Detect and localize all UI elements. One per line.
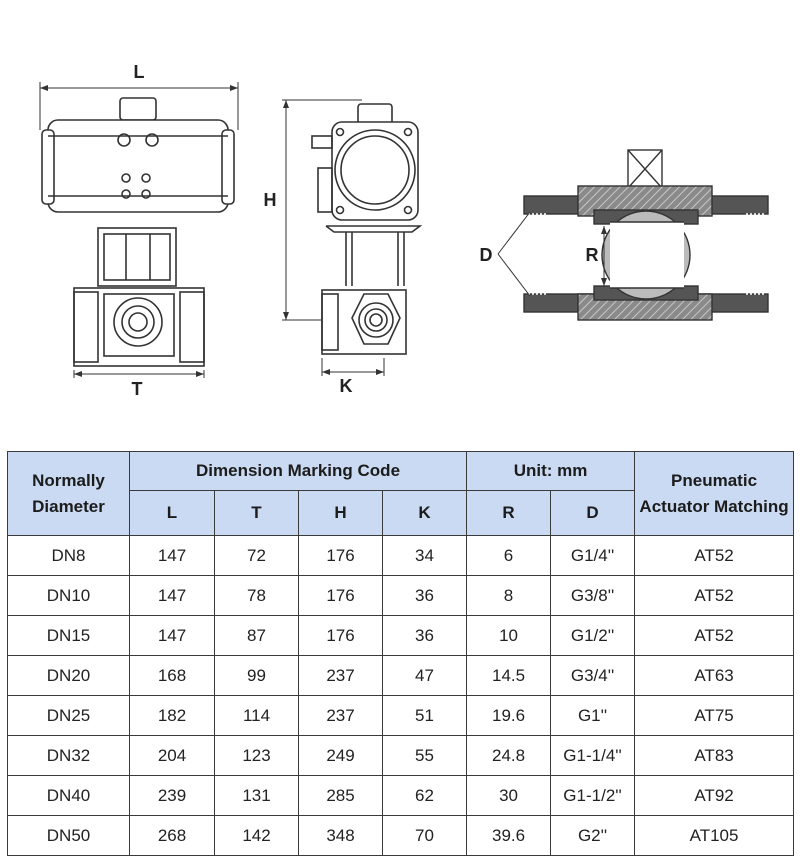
column-header: T bbox=[214, 490, 299, 536]
table-cell: G1/2'' bbox=[550, 615, 636, 656]
table-cell: 147 bbox=[129, 615, 215, 656]
header-unit: Unit: mm bbox=[466, 451, 636, 491]
table-cell: AT52 bbox=[634, 615, 795, 656]
table-cell: DN40 bbox=[7, 775, 130, 816]
table-cell: AT83 bbox=[634, 735, 795, 776]
table-cell: 237 bbox=[298, 695, 383, 736]
table-cell: 176 bbox=[298, 535, 383, 576]
table-cell: DN25 bbox=[7, 695, 130, 736]
table-cell: 142 bbox=[214, 815, 299, 856]
table-cell: 55 bbox=[381, 735, 468, 776]
table-cell: AT63 bbox=[634, 655, 795, 696]
table-cell: 237 bbox=[298, 655, 383, 696]
table-cell: AT105 bbox=[634, 815, 795, 856]
table-cell: DN8 bbox=[7, 535, 130, 576]
table-cell: 14.5 bbox=[466, 655, 552, 696]
table-cell: 123 bbox=[214, 735, 299, 776]
label-H: H bbox=[264, 190, 277, 210]
table-cell: 176 bbox=[298, 575, 383, 616]
table-cell: DN32 bbox=[7, 735, 130, 776]
column-header: K bbox=[381, 490, 468, 536]
table-cell: G1-1/4'' bbox=[550, 735, 636, 776]
table-cell: 30 bbox=[466, 775, 552, 816]
header-normally-diameter: Normally Diameter bbox=[7, 451, 130, 536]
table-cell: 204 bbox=[129, 735, 215, 776]
table-cell: G3/8'' bbox=[550, 575, 636, 616]
table-cell: 19.6 bbox=[466, 695, 552, 736]
label-D: D bbox=[480, 245, 493, 265]
table-cell: 348 bbox=[298, 815, 383, 856]
table-cell: DN10 bbox=[7, 575, 130, 616]
table-cell: G1'' bbox=[550, 695, 636, 736]
table-cell: 70 bbox=[381, 815, 468, 856]
label-K: K bbox=[340, 376, 353, 396]
dimension-table: Normally Diameter Dimension Marking Code… bbox=[7, 451, 795, 856]
table-cell: 99 bbox=[214, 655, 299, 696]
table-cell: AT52 bbox=[634, 535, 795, 576]
table-cell: G1/4'' bbox=[550, 535, 636, 576]
table-cell: 39.6 bbox=[466, 815, 552, 856]
front-view bbox=[39, 82, 239, 378]
table-cell: DN15 bbox=[7, 615, 130, 656]
table-cell: DN50 bbox=[7, 815, 130, 856]
header-pneumatic-actuator-matching: Pneumatic Actuator Matching bbox=[634, 451, 795, 536]
table-cell: 87 bbox=[214, 615, 299, 656]
table-cell: 62 bbox=[381, 775, 468, 816]
table-cell: AT75 bbox=[634, 695, 795, 736]
table-cell: 72 bbox=[214, 535, 299, 576]
table-cell: 36 bbox=[381, 575, 468, 616]
table-cell: 36 bbox=[381, 615, 468, 656]
table-cell: 268 bbox=[129, 815, 215, 856]
table-cell: 10 bbox=[466, 615, 552, 656]
column-header: L bbox=[129, 490, 215, 536]
table-cell: AT52 bbox=[634, 575, 795, 616]
table-cell: 24.8 bbox=[466, 735, 552, 776]
column-header: H bbox=[298, 490, 383, 536]
label-T: T bbox=[132, 379, 143, 399]
table-cell: 249 bbox=[298, 735, 383, 776]
table-cell: 182 bbox=[129, 695, 215, 736]
header-dimension-marking-code: Dimension Marking Code bbox=[128, 451, 468, 491]
table-cell: 239 bbox=[129, 775, 215, 816]
table-cell: 51 bbox=[381, 695, 468, 736]
table-cell: G2'' bbox=[550, 815, 636, 856]
section-view bbox=[497, 149, 769, 321]
table-cell: 8 bbox=[466, 575, 552, 616]
label-R: R bbox=[586, 245, 599, 265]
table-cell: 147 bbox=[129, 535, 215, 576]
table-cell: 147 bbox=[129, 575, 215, 616]
table-cell: 114 bbox=[214, 695, 299, 736]
valve-dimension-drawing: L T H bbox=[39, 62, 769, 399]
table-cell: G1-1/2'' bbox=[550, 775, 636, 816]
table-cell: 285 bbox=[298, 775, 383, 816]
column-header: R bbox=[466, 490, 552, 536]
table-cell: AT92 bbox=[634, 775, 795, 816]
table-cell: DN20 bbox=[7, 655, 130, 696]
table-cell: 131 bbox=[214, 775, 299, 816]
table-cell: 34 bbox=[381, 535, 468, 576]
label-L: L bbox=[134, 62, 145, 82]
table-cell: 6 bbox=[466, 535, 552, 576]
side-view bbox=[282, 99, 423, 376]
table-cell: 176 bbox=[298, 615, 383, 656]
table-cell: 168 bbox=[129, 655, 215, 696]
table-cell: 78 bbox=[214, 575, 299, 616]
table-cell: G3/4'' bbox=[550, 655, 636, 696]
column-header: D bbox=[550, 490, 636, 536]
table-cell: 47 bbox=[381, 655, 468, 696]
